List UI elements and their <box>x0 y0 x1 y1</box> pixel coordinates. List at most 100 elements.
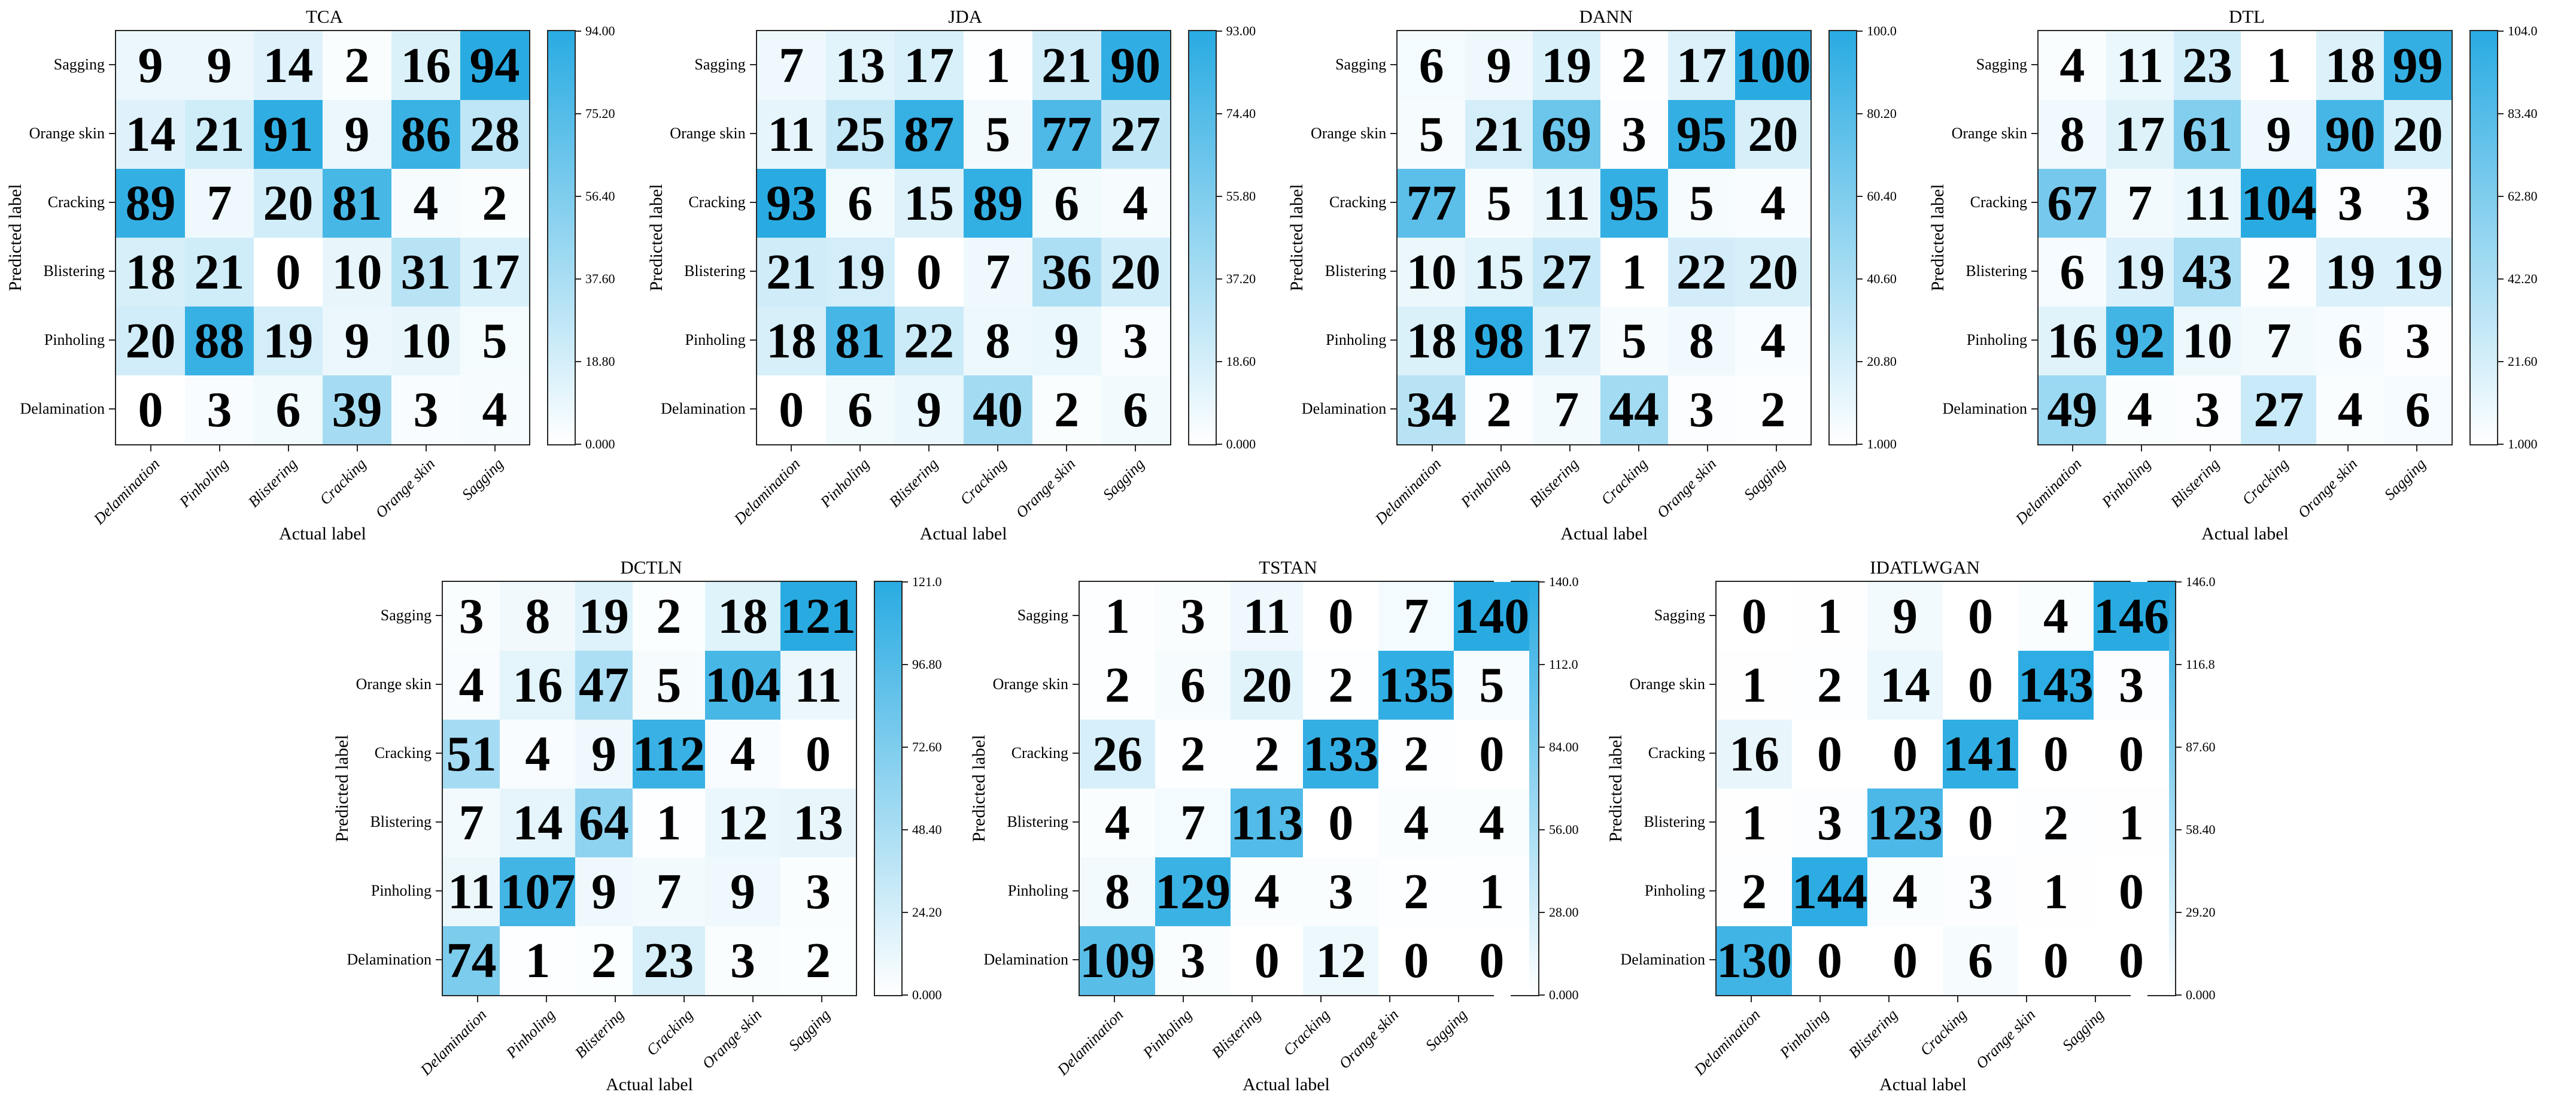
heatmap-cell: 5 <box>963 100 1032 169</box>
x-axis-label: Actual label <box>1560 524 1648 544</box>
x-tick-mark <box>2210 445 2212 451</box>
heatmap-cell: 0 <box>2094 926 2169 995</box>
x-tick-mark <box>752 996 754 1002</box>
y-axis-label: Predicted label <box>1606 735 1626 842</box>
colorbar-gradient <box>2469 30 2498 445</box>
y-tick-label: Cracking <box>1970 193 2027 211</box>
heatmap-cell: 2 <box>1378 857 1454 926</box>
cell-value: 2 <box>1180 726 1205 782</box>
y-tick-mark <box>2031 201 2037 203</box>
cell-value: 18 <box>766 313 817 369</box>
y-tick-label: Blistering <box>1644 812 1705 830</box>
x-tick-label: Sagging <box>1099 455 1148 504</box>
cell-value: 0 <box>1328 588 1354 644</box>
cell-value: 8 <box>985 313 1011 369</box>
colorbar-tick-mark <box>1857 444 1863 445</box>
colorbar-tick-label: 37.60 <box>585 271 615 286</box>
cell-value: 4 <box>1479 794 1505 851</box>
panel-title: DTL <box>2228 6 2265 27</box>
x-tick-mark <box>997 445 999 451</box>
y-tick-label: Cracking <box>374 744 432 762</box>
heatmap-cell: 7 <box>963 238 1032 307</box>
heatmap-cell: 2 <box>2241 238 2317 307</box>
heatmap-cell: 123 <box>1867 788 1943 857</box>
colorbar-tick-label: 48.40 <box>912 822 942 837</box>
cell-value: 0 <box>1404 932 1429 988</box>
colorbar-tick: 0.000 <box>576 436 615 451</box>
y-tick-label: Delamination <box>1301 399 1387 417</box>
heatmap-cell: 2 <box>1717 857 1792 926</box>
colorbar-tick: 84.00 <box>1539 739 1579 754</box>
cell-value: 2 <box>1105 657 1130 713</box>
y-axis-label-column: Predicted label <box>1606 581 1626 996</box>
y-tick-mark <box>749 408 756 410</box>
y-tick-label: Sagging <box>1335 55 1387 73</box>
colorbar-tick: 0.000 <box>903 987 942 1002</box>
heatmap-cell: 0 <box>1943 788 2018 857</box>
heatmap-cell: 3 <box>443 582 500 651</box>
x-tick-label: Orange skin <box>1653 455 1720 521</box>
cell-value: 88 <box>194 313 245 369</box>
y-axis-label: Predicted label <box>332 735 352 842</box>
cell-value: 113 <box>1231 794 1304 851</box>
colorbar-tick-mark <box>1539 581 1545 583</box>
cell-value: 104 <box>705 657 780 713</box>
cell-value: 1 <box>1479 863 1505 920</box>
colorbar-tick-mark <box>576 361 581 362</box>
y-tick-mark <box>1073 614 1079 616</box>
colorbar-tick-label: 62.80 <box>2507 189 2538 204</box>
heatmap-cell: 144 <box>1792 857 1867 926</box>
heatmap-cell: 4 <box>443 651 500 720</box>
colorbar-tick-mark <box>2176 747 2182 748</box>
cell-value: 0 <box>2119 863 2144 920</box>
x-tick-mark <box>1251 996 1253 1002</box>
x-tick-mark <box>1706 445 1708 451</box>
heatmap-cell: 21 <box>757 238 826 307</box>
heatmap-cell: 6 <box>2038 238 2106 307</box>
cell-value: 1 <box>2043 863 2068 920</box>
cell-value: 9 <box>344 106 370 162</box>
colorbar-tick-mark <box>1216 196 1222 197</box>
colorbar-tick-label: 18.60 <box>1226 354 1256 369</box>
heatmap-cell: 31 <box>391 238 460 307</box>
cell-value: 20 <box>2392 106 2443 162</box>
colorbar-tick-mark <box>1539 994 1545 996</box>
heatmap-cell: 20 <box>2384 100 2452 169</box>
y-tick-label: Blistering <box>43 262 105 280</box>
cell-value: 19 <box>2115 244 2165 300</box>
colorbar-tick-mark <box>576 278 581 280</box>
y-tick-label: Delamination <box>20 399 105 417</box>
cell-value: 0 <box>779 381 804 438</box>
cell-value: 3 <box>1688 381 1714 438</box>
y-tick-mark <box>1073 890 1079 891</box>
heatmap-cell: 4 <box>1101 169 1170 238</box>
x-tick-label: Cracking <box>316 455 370 508</box>
x-tick-label: Delamination <box>1053 1006 1127 1079</box>
heatmap-cell: 100 <box>1735 31 1811 100</box>
heatmap-cell: 2 <box>1231 720 1304 788</box>
x-tick-label: Blistering <box>1845 1006 1901 1062</box>
heatmap-cell: 0 <box>2018 720 2094 788</box>
colorbar-tick: 20.80 <box>1857 354 1897 369</box>
y-tick: Sagging <box>1307 30 1397 99</box>
cell-value: 3 <box>1817 794 1842 851</box>
heatmap-cell: 9 <box>575 857 633 926</box>
cell-value: 6 <box>1054 175 1080 231</box>
cell-value: 8 <box>2059 106 2085 162</box>
y-tick-mark <box>1390 63 1397 65</box>
cell-value: 4 <box>2127 381 2153 438</box>
heatmap-cell: 15 <box>894 169 964 238</box>
x-tick-label: Sagging <box>1740 455 1789 504</box>
cell-value: 11 <box>2116 37 2164 93</box>
cell-value: 5 <box>1479 657 1505 713</box>
colorbar-tick-label: 28.00 <box>1549 905 1579 920</box>
